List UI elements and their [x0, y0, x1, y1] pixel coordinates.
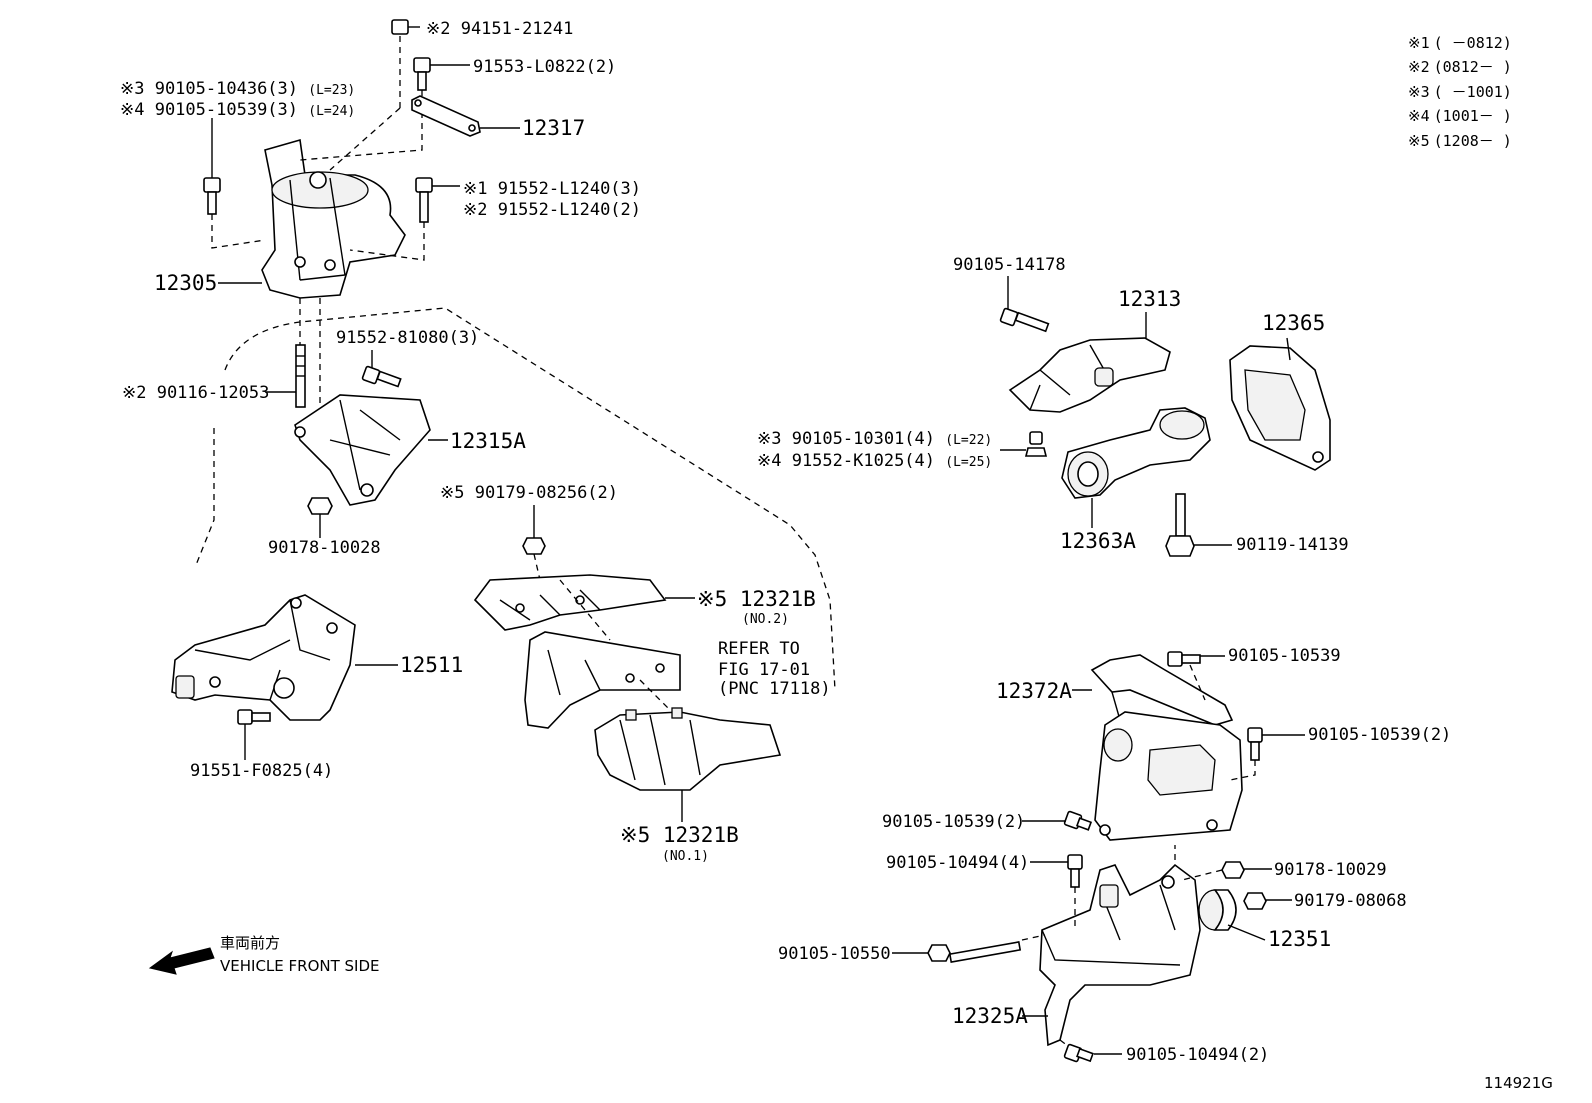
label-90119-14139: 90119-14139 [1236, 535, 1349, 555]
nut-90178-10029[interactable] [1221, 861, 1272, 879]
nut-90178-10028[interactable] [307, 497, 333, 538]
refer-note-line3[interactable]: (PNC 17118) [718, 679, 831, 699]
legend-row-3: ※3( －1001) [1408, 83, 1512, 101]
label-94151-21241: ※2 94151-21241 [426, 19, 573, 39]
label-90105-10539-top: 90105-10539 [1228, 646, 1341, 666]
bolt-91553-L0822[interactable] [413, 57, 470, 91]
label-91552-K1025: ※4 91552-K1025(4) (L=25) [757, 451, 992, 471]
engine-outline-dashed [224, 307, 836, 691]
label-90179-08256: ※5 90179-08256(2) [440, 483, 618, 503]
bolt-91552-L1240[interactable] [415, 177, 460, 223]
label-12351: 12351 [1268, 927, 1331, 951]
refer-note-line1[interactable]: REFER TO [718, 639, 800, 659]
label-12372A: 12372A [996, 679, 1072, 703]
bolt-90105-14178[interactable] [999, 276, 1050, 333]
label-12363A: 12363A [1060, 529, 1136, 553]
vehicle-front-label-en: VEHICLE FRONT SIDE [220, 957, 380, 975]
label-90105-10550: 90105-10550 [778, 944, 891, 964]
bolt-91552-81080[interactable] [361, 350, 402, 388]
vehicle-front-arrow-icon [148, 947, 215, 975]
part-12321B-no2-shield[interactable] [473, 574, 695, 631]
part-12315A-bracket[interactable] [294, 394, 448, 506]
bolt-94151-21241[interactable] [391, 19, 420, 35]
label-90105-10494-2: 90105-10494(2) [1126, 1045, 1269, 1065]
part-12363A-torque-rod[interactable] [1061, 407, 1211, 528]
legend-row-5: ※5(1208－ ) [1408, 132, 1512, 150]
nut-90179-08068[interactable] [1243, 892, 1292, 910]
bolt-90105-10539-lower[interactable] [1022, 810, 1093, 831]
stud-90116-12053[interactable] [265, 344, 306, 408]
label-12365: 12365 [1262, 311, 1325, 335]
label-90178-10028: 90178-10028 [268, 538, 381, 558]
nut-90179-08256[interactable] [522, 505, 546, 555]
label-90105-10539-3: ※4 90105-10539(3) (L=24) [120, 100, 355, 120]
bolt-90119-14139[interactable] [1165, 493, 1232, 557]
label-12305: 12305 [154, 271, 217, 295]
label-90105-10494-4: 90105-10494(4) [886, 853, 1029, 873]
engine-outline-left-dashed [195, 428, 215, 566]
refer-note-line2[interactable]: FIG 17-01 [718, 660, 810, 680]
part-12372A-mount[interactable] [1072, 654, 1243, 841]
label-91553-L0822: 91553-L0822(2) [473, 57, 616, 77]
part-12321B-no1-shield[interactable] [594, 707, 782, 822]
part-12313-bracket[interactable] [1008, 312, 1171, 413]
label-91552-L1240-2: ※2 91552-L1240(2) [463, 200, 641, 220]
legend-row-4: ※4(1001－ ) [1408, 107, 1512, 125]
part-12305-engine-mount[interactable] [261, 138, 406, 299]
bolt-90105-10436[interactable] [203, 118, 221, 215]
label-12321B-no1: ※5 12321B [620, 823, 739, 847]
label-91552-81080: 91552-81080(3) [336, 328, 479, 348]
label-12315A: 12315A [450, 429, 526, 453]
label-90179-08068: 90179-08068 [1294, 891, 1407, 911]
label-12321B-no1-sub: (NO.1) [662, 849, 709, 864]
label-91552-L1240-3: ※1 91552-L1240(3) [463, 179, 641, 199]
bolt-90105-10539-top[interactable] [1167, 651, 1225, 667]
label-91551-F0825: 91551-F0825(4) [190, 761, 333, 781]
bolt-90105-10494-2[interactable] [1063, 1043, 1122, 1063]
label-12325A: 12325A [952, 1004, 1028, 1028]
label-12511: 12511 [400, 653, 463, 677]
bolt-90105-10539-side[interactable] [1247, 727, 1305, 761]
bushing-12351[interactable] [1198, 889, 1266, 941]
legend-row-2: ※2(0812－ ) [1408, 58, 1512, 76]
label-12317: 12317 [522, 116, 585, 140]
label-90105-10539-lower: 90105-10539(2) [882, 812, 1025, 832]
label-12321B-no2-sub: (NO.2) [742, 612, 789, 627]
part-12317-bracket[interactable] [411, 95, 520, 137]
part-12365-cover[interactable] [1229, 337, 1331, 471]
label-90105-14178: 90105-14178 [953, 255, 1066, 275]
label-12313: 12313 [1118, 287, 1181, 311]
bolt-91551-F0825[interactable] [237, 709, 271, 760]
label-90116-12053: ※2 90116-12053 [122, 383, 269, 403]
label-90105-10436: ※3 90105-10436(3) (L=23) [120, 79, 355, 99]
label-90178-10029: 90178-10029 [1274, 860, 1387, 880]
part-12325A-bracket[interactable] [1022, 863, 1201, 1047]
legend-row-1: ※1( －0812) [1408, 34, 1512, 52]
bolt-90105-10301[interactable] [1000, 431, 1048, 457]
label-90105-10301: ※3 90105-10301(4) (L=22) [757, 429, 992, 449]
label-90105-10539-side: 90105-10539(2) [1308, 725, 1451, 745]
figure-code: 114921G [1484, 1074, 1553, 1092]
applicability-legend: ※1( －0812) ※2(0812－ ) ※3( －1001) ※4(1001… [1408, 34, 1512, 150]
engine-bracket-reference[interactable] [524, 631, 681, 729]
vehicle-front-label-jp: 車両前方 [220, 934, 280, 952]
part-12511-bracket[interactable] [171, 594, 398, 721]
bolt-90105-10550[interactable] [892, 941, 1022, 963]
bolt-90105-10494-4[interactable] [1030, 854, 1083, 888]
label-12321B-no2: ※5 12321B [697, 587, 816, 611]
